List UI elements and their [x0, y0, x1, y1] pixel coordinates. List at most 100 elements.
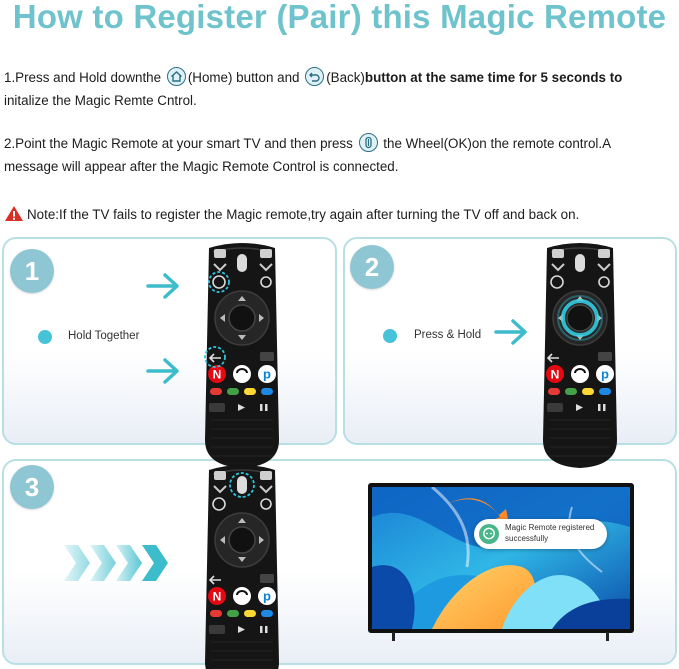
input-icon — [598, 249, 610, 258]
step-2-text: 2.Point the Magic Remote at your smart T… — [4, 132, 676, 178]
arrow-right-icon — [494, 319, 527, 345]
settings-icon — [260, 498, 272, 510]
pause-icon — [265, 626, 268, 633]
play-icon — [576, 404, 583, 411]
netflix-logo: N — [551, 368, 560, 382]
arrow-right-icon — [146, 358, 179, 384]
ok-wheel-button — [228, 304, 256, 332]
back-button-icon — [208, 575, 221, 585]
step-2-wheel-label: the Wheel(OK)on the remote control.A — [383, 136, 612, 151]
channel-icon — [259, 263, 273, 272]
step-3-badge: 3 — [10, 465, 54, 509]
toast-line-2: successfully — [505, 533, 549, 543]
input-icon — [260, 249, 272, 258]
channel-icon — [213, 485, 227, 494]
step-1-panel — [2, 237, 337, 445]
warning-icon — [4, 205, 24, 225]
movies-button — [547, 403, 563, 412]
play-icon — [238, 404, 245, 411]
prime-video-button — [258, 365, 276, 383]
microphone-icon — [237, 476, 247, 494]
bullet-dot — [38, 330, 52, 344]
netflix-button — [546, 365, 564, 383]
step-1-home-label: (Home) button and — [187, 70, 300, 85]
movies-button — [209, 625, 225, 634]
microphone-icon — [237, 254, 247, 272]
lg-channels-button — [571, 365, 589, 383]
play-icon — [238, 626, 245, 633]
color-button — [548, 388, 560, 395]
step-2-badge: 2 — [350, 245, 394, 289]
step-1-line-2: initalize the Magic Remte Cntrol. — [4, 93, 197, 108]
prime-logo: p — [263, 589, 271, 604]
chevron-arrows-icon — [64, 545, 168, 581]
color-button — [261, 610, 273, 617]
netflix-logo: N — [213, 590, 222, 604]
volume-icon — [214, 471, 226, 480]
microphone-icon — [575, 254, 585, 272]
prime-logo: p — [263, 367, 271, 382]
pause-icon — [260, 626, 263, 633]
ok-wheel-button — [566, 304, 594, 332]
wheel-highlight-ring — [561, 299, 599, 337]
pause-icon — [260, 404, 263, 411]
home-highlight-ring — [208, 271, 230, 293]
wheel-icon — [358, 133, 378, 152]
settings-icon — [598, 276, 610, 288]
step-1-text: 1.Press and Hold downthe (Home) button a… — [4, 66, 676, 112]
volume-icon — [552, 249, 564, 258]
ok-wheel-button — [228, 526, 256, 554]
guide-button — [598, 352, 612, 361]
tv-stand-left — [392, 632, 395, 641]
color-button — [565, 388, 577, 395]
back-button-icon — [546, 353, 559, 363]
pause-icon — [603, 404, 606, 411]
netflix-button — [208, 587, 226, 605]
step-2-line-2: message will appear after the Magic Remo… — [4, 159, 399, 174]
bullet-dot — [383, 329, 397, 343]
lg-channels-button — [233, 365, 251, 383]
toast-line-1: Magic Remote registered — [505, 523, 595, 532]
chat-bubble-icon — [479, 524, 499, 544]
tv-screen — [368, 483, 634, 633]
netflix-button — [208, 365, 226, 383]
guide-button — [260, 574, 274, 583]
step-2-intro: 2.Point the Magic Remote at your smart T… — [4, 136, 353, 151]
color-button — [244, 388, 256, 395]
step-1-badge: 1 — [10, 249, 54, 293]
prime-video-button — [596, 365, 614, 383]
back-button-icon — [208, 353, 221, 363]
page-title: How to Register (Pair) this Magic Remote — [12, 0, 667, 35]
channel-icon — [597, 263, 611, 272]
color-button — [227, 388, 239, 395]
prime-logo: p — [601, 367, 609, 382]
step-1-back-label: (Back) — [326, 70, 365, 85]
guide-button — [260, 352, 274, 361]
home-button-icon — [550, 275, 564, 289]
movies-button — [209, 403, 225, 412]
color-button — [261, 388, 273, 395]
color-button — [210, 388, 222, 395]
channel-icon — [213, 263, 227, 272]
back-icon — [305, 67, 325, 86]
color-button — [244, 610, 256, 617]
channel-icon — [259, 485, 273, 494]
arrow-right-icon — [146, 273, 179, 299]
registered-toast: Magic Remote registered successfully — [474, 519, 607, 549]
color-button — [599, 388, 611, 395]
home-icon — [166, 67, 186, 86]
pause-icon — [265, 404, 268, 411]
tv-wallpaper — [372, 487, 630, 629]
volume-icon — [214, 249, 226, 258]
step-2-panel — [343, 237, 677, 445]
step-1-intro: 1.Press and Hold downthe — [4, 70, 162, 85]
settings-icon — [260, 276, 272, 288]
lg-channels-button — [233, 587, 251, 605]
color-button — [210, 610, 222, 617]
netflix-logo: N — [213, 368, 222, 382]
step-1-emphasis: button at the same time for 5 seconds to — [364, 70, 623, 85]
hold-together-label: Hold Together — [68, 330, 140, 342]
